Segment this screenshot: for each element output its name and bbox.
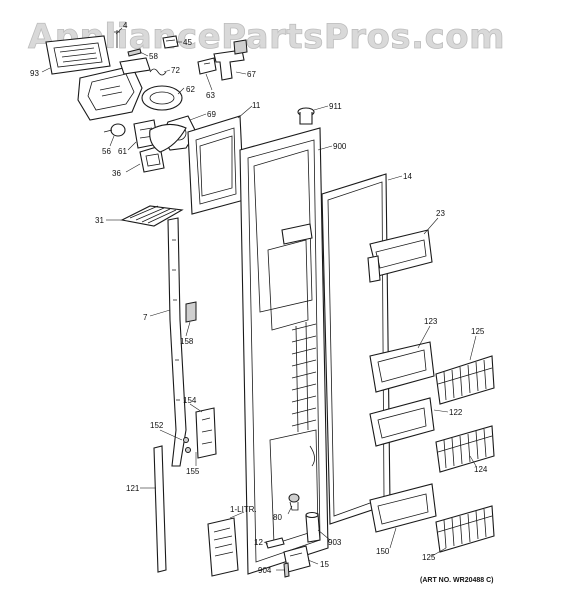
part-67-bracket bbox=[213, 39, 248, 81]
callout-80: 80 bbox=[273, 513, 282, 522]
callout-158: 158 bbox=[180, 337, 194, 346]
part-154-hinge bbox=[195, 407, 217, 459]
part-904-screw bbox=[283, 562, 290, 578]
callout-911: 911 bbox=[329, 102, 342, 111]
part-63-actuator bbox=[197, 57, 217, 75]
callout-12: 12 bbox=[254, 538, 263, 547]
callout-58: 58 bbox=[149, 52, 158, 61]
part-93-control-panel bbox=[45, 35, 111, 75]
art-number: (ART NO. WR20488 C) bbox=[420, 577, 494, 584]
part-31-drip-tray bbox=[120, 205, 184, 227]
callout-900: 900 bbox=[333, 142, 347, 151]
part-11-dispenser-frame bbox=[187, 115, 245, 215]
callout-69: 69 bbox=[207, 110, 216, 119]
part-80-fitting bbox=[288, 493, 300, 511]
part-36-bracket bbox=[139, 145, 165, 173]
part-7-handle bbox=[167, 217, 187, 467]
part-152-screw bbox=[183, 437, 191, 453]
part-dispenser-housing bbox=[77, 57, 151, 121]
callout-122: 122 bbox=[449, 408, 463, 417]
callout-125-upper: 125 bbox=[471, 327, 485, 336]
callout-72: 72 bbox=[171, 66, 180, 75]
part-158-cover bbox=[185, 301, 197, 323]
callout-62: 62 bbox=[186, 85, 195, 94]
callout-31: 31 bbox=[95, 216, 104, 225]
callout-124: 124 bbox=[474, 465, 488, 474]
callout-155: 155 bbox=[186, 467, 200, 476]
callout-1-litr: 1-LITR. bbox=[230, 505, 257, 514]
callout-123: 123 bbox=[424, 317, 438, 326]
part-123-bin bbox=[369, 341, 435, 393]
part-62-ring bbox=[141, 85, 183, 111]
callout-93: 93 bbox=[30, 69, 39, 78]
callout-36: 36 bbox=[112, 169, 121, 178]
callout-15: 15 bbox=[320, 560, 329, 569]
callout-11: 11 bbox=[252, 101, 261, 110]
part-56-lamp bbox=[103, 123, 126, 137]
part-58-screw bbox=[127, 48, 142, 57]
callout-150: 150 bbox=[376, 547, 390, 556]
part-150-bin bbox=[369, 483, 437, 533]
leader-lines bbox=[41, 27, 477, 571]
callout-904: 904 bbox=[258, 566, 272, 575]
callout-14: 14 bbox=[403, 172, 412, 181]
part-literature-booklet bbox=[207, 517, 239, 577]
part-45-switch bbox=[162, 35, 179, 49]
part-12-clip bbox=[265, 537, 285, 549]
callout-4: 4 bbox=[123, 21, 128, 30]
part-14-door-gasket bbox=[321, 173, 391, 525]
callout-labels: 4 58 45 93 72 67 63 62 69 11 911 56 61 3… bbox=[30, 21, 488, 575]
callout-23: 23 bbox=[436, 209, 445, 218]
callout-63: 63 bbox=[206, 91, 215, 100]
callout-121: 121 bbox=[126, 484, 140, 493]
callout-903: 903 bbox=[328, 538, 342, 547]
part-124-wire-basket-middle bbox=[435, 425, 495, 473]
callout-7: 7 bbox=[143, 313, 148, 322]
callout-125-lower: 125 bbox=[422, 553, 436, 562]
part-72-spring bbox=[149, 68, 167, 76]
callout-154: 154 bbox=[183, 396, 197, 405]
part-23-bin bbox=[367, 229, 433, 283]
callout-56: 56 bbox=[102, 147, 111, 156]
part-122-bin bbox=[369, 397, 435, 447]
part-125-wire-basket-upper bbox=[435, 355, 495, 405]
callout-152: 152 bbox=[150, 421, 164, 430]
callout-67: 67 bbox=[247, 70, 256, 79]
part-911-plug bbox=[297, 107, 315, 125]
part-125-wire-basket-lower bbox=[435, 505, 495, 553]
part-fan-blade bbox=[149, 123, 187, 153]
part-121-trim bbox=[153, 445, 167, 573]
callout-45: 45 bbox=[183, 38, 192, 47]
part-903-filter bbox=[305, 511, 321, 543]
callout-61: 61 bbox=[118, 147, 127, 156]
